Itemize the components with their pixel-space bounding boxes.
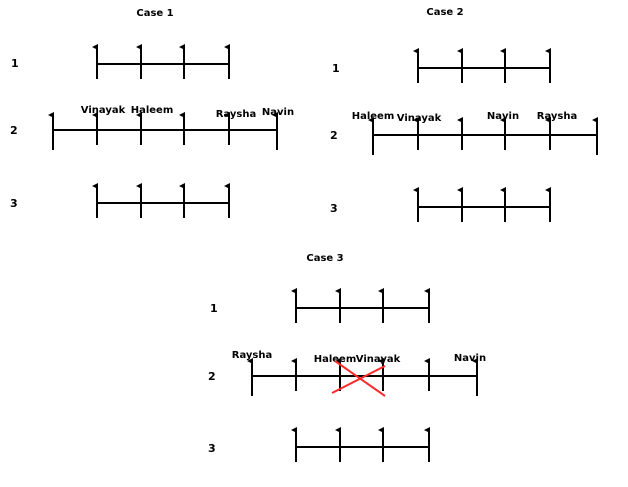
case-title: Case 1 <box>136 8 173 19</box>
arrow-label: Navin <box>262 107 294 118</box>
arrow-label: Navin <box>487 111 519 122</box>
row-number: 1 <box>11 57 19 70</box>
cross-mark-icon <box>334 360 386 397</box>
row-number: 2 <box>10 124 18 137</box>
row-number: 3 <box>208 442 216 455</box>
arrow-label: Raysha <box>537 111 577 122</box>
arrow-label: Raysha <box>232 350 272 361</box>
arrow-label: Vinayak <box>81 105 126 116</box>
case-title: Case 2 <box>426 7 463 18</box>
arrow-label: Haleem <box>131 105 174 116</box>
row-number: 3 <box>10 197 18 210</box>
case-title: Case 3 <box>306 253 343 264</box>
arrow-label: Haleem <box>352 111 395 122</box>
arrow-label: Raysha <box>216 109 256 120</box>
row-number: 2 <box>208 370 216 383</box>
cross-mark-icon <box>331 365 386 394</box>
arrow-label: Vinayak <box>356 354 401 365</box>
row-number: 2 <box>330 129 338 142</box>
arrow-label: Navin <box>454 353 486 364</box>
arrow-label: Haleem <box>314 354 357 365</box>
arrow-label: Vinayak <box>397 113 442 124</box>
row-number: 1 <box>332 62 340 75</box>
row-number: 1 <box>210 302 218 315</box>
row-number: 3 <box>330 202 338 215</box>
